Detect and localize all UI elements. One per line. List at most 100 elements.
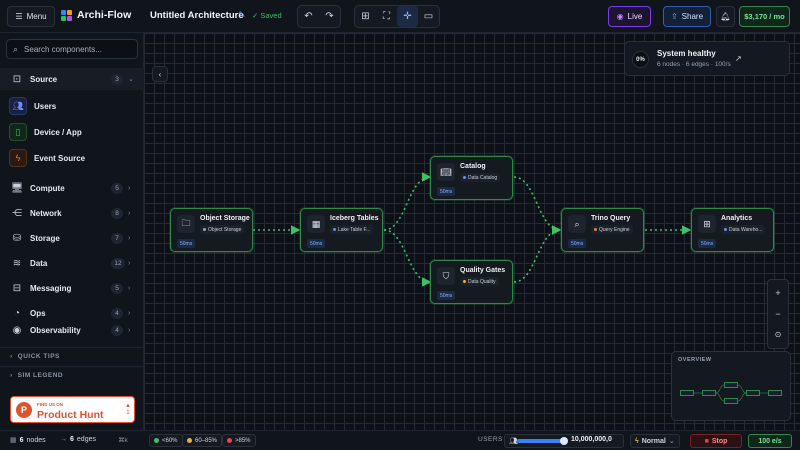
category-data[interactable]: ≋ Data 12 › bbox=[0, 252, 144, 274]
node-object-storage[interactable]: 🗀︎ Object Storage Object Storage 50ms bbox=[170, 208, 253, 252]
edge-quality-trino bbox=[513, 225, 562, 283]
minimap-node bbox=[724, 382, 738, 388]
pan-tool-icon[interactable]: ✛ bbox=[397, 6, 418, 27]
architecture-canvas[interactable]: ‹ 0% System healthy 6 nodes · 6 edges · … bbox=[144, 33, 800, 430]
folder-icon: 🗀︎ bbox=[177, 215, 195, 233]
budget-badge[interactable]: $3,170 / mo bbox=[739, 6, 790, 27]
search-box[interactable]: ⌕ bbox=[6, 39, 138, 59]
share-label: Share bbox=[681, 12, 704, 21]
category-storage[interactable]: ⛁ Storage 7 › bbox=[0, 227, 144, 249]
speed-select[interactable]: ϟ Normal ⌄ bbox=[630, 434, 680, 448]
product-hunt-badge[interactable]: P FIND US ON Product Hunt ▲1 bbox=[10, 396, 135, 423]
component-event-source[interactable]: ϟ Event Source bbox=[0, 146, 144, 170]
brand-name: Archi-Flow bbox=[77, 9, 132, 21]
category-compute[interactable]: 🖥︎ Compute 5 › bbox=[0, 177, 144, 199]
section-label: QUICK TIPS bbox=[17, 353, 60, 360]
edges-count: 6 bbox=[70, 436, 74, 443]
category-count: 7 bbox=[111, 232, 123, 244]
system-health-panel: 0% System healthy 6 nodes · 6 edges · 10… bbox=[624, 41, 790, 76]
nodes-count: 6 bbox=[19, 436, 24, 444]
chevron-right-icon: › bbox=[128, 234, 131, 242]
category-count: 12 bbox=[111, 257, 125, 269]
node-latency: 50ms bbox=[177, 239, 196, 248]
chevron-right-icon: › bbox=[128, 209, 131, 217]
node-type-label: Data Wareho... bbox=[729, 226, 763, 233]
chevron-down-icon: ⌄ bbox=[668, 438, 675, 445]
fit-view-button[interactable]: ⊙ bbox=[774, 330, 782, 339]
shield-check-icon: ⛉ bbox=[437, 267, 455, 285]
category-count: 8 bbox=[111, 207, 123, 219]
eye-icon: ◉ bbox=[12, 324, 22, 336]
users-icon: 👥︎ bbox=[509, 438, 518, 445]
type-dot bbox=[594, 228, 597, 231]
product-hunt-kicker: FIND US ON bbox=[37, 402, 64, 407]
zoom-in-button[interactable]: + bbox=[775, 288, 781, 298]
category-label: Observability bbox=[30, 325, 81, 335]
category-count: 5 bbox=[111, 182, 123, 194]
node-quality-gates[interactable]: ⛉ Quality Gates Data Quality 50ms bbox=[430, 260, 513, 304]
node-title: Analytics bbox=[721, 215, 753, 222]
type-dot bbox=[463, 280, 466, 283]
users-slider[interactable] bbox=[517, 437, 568, 445]
node-analytics[interactable]: ⊞ Analytics Data Wareho... 50ms bbox=[691, 208, 774, 252]
category-messaging[interactable]: ⊟ Messaging 5 › bbox=[0, 277, 144, 299]
node-type-label: Data Quality bbox=[468, 278, 496, 285]
health-title: System healthy bbox=[657, 49, 716, 58]
category-ops[interactable]: ◔ Ops 4 › bbox=[0, 302, 144, 324]
edges-label: edges bbox=[76, 436, 96, 443]
legend-dot bbox=[227, 438, 232, 443]
quick-tips-toggle[interactable]: › QUICK TIPS bbox=[0, 347, 144, 365]
redo-icon[interactable]: ↷ bbox=[325, 11, 334, 22]
top-bar: ☰ Menu Archi-Flow Untitled Architecture … bbox=[0, 0, 800, 33]
component-device-app[interactable]: ▯ Device / App bbox=[0, 120, 144, 144]
category-observability[interactable]: ◉ Observability 4 › bbox=[0, 324, 143, 341]
edge-iceberg-quality bbox=[383, 229, 432, 287]
input-icon: ⊡ bbox=[12, 73, 22, 85]
upvote-value: 1 bbox=[126, 410, 130, 416]
stop-button[interactable]: ■ Stop bbox=[690, 434, 742, 448]
menu-button[interactable]: ☰ Menu bbox=[7, 6, 55, 27]
zoom-out-button[interactable]: − bbox=[775, 309, 781, 319]
minimap-node bbox=[746, 390, 760, 396]
edges-stat: → 6 edges bbox=[60, 436, 96, 443]
document-title[interactable]: Untitled Architecture bbox=[150, 10, 244, 21]
chevron-right-icon: › bbox=[128, 326, 131, 334]
database-icon: ⛁ bbox=[12, 232, 22, 244]
legend-dot bbox=[154, 438, 159, 443]
node-trino-query[interactable]: ⌕ Trino Query Query Engine 50ms bbox=[561, 208, 644, 252]
grid-view-icon[interactable]: ⊞ bbox=[361, 11, 370, 22]
command-shortcut[interactable]: ⌘k bbox=[118, 436, 128, 444]
collapse-sidebar-button[interactable]: ‹ bbox=[152, 66, 168, 82]
zoom-controls: + − ⊙ bbox=[767, 279, 789, 349]
book-icon: 📖︎ bbox=[437, 163, 455, 181]
external-link-icon[interactable]: ↗ bbox=[735, 54, 742, 63]
category-network[interactable]: ⋲ Network 8 › bbox=[0, 202, 144, 224]
node-type-badge: Query Engine bbox=[591, 225, 633, 234]
legend-high: >85% bbox=[222, 434, 256, 447]
category-source[interactable]: ⊡ Source 3 ⌄ bbox=[0, 68, 144, 90]
legend-low: <60% bbox=[149, 434, 183, 447]
fullscreen-icon[interactable]: ⛶ bbox=[383, 11, 390, 22]
node-catalog[interactable]: 📖︎ Catalog Data Catalog 50ms bbox=[430, 156, 513, 200]
category-label: Storage bbox=[30, 233, 60, 243]
stop-label: Stop bbox=[711, 437, 728, 445]
minimap-node bbox=[680, 390, 694, 396]
component-users[interactable]: 👥︎ Users bbox=[0, 94, 144, 118]
node-type-label: Data Catalog bbox=[468, 174, 498, 181]
users-value: 10,000,000,0 bbox=[571, 436, 612, 443]
present-icon[interactable]: ▭ bbox=[423, 11, 434, 22]
node-iceberg-tables[interactable]: ▦ Iceberg Tables Lake Table F... 50ms bbox=[300, 208, 383, 252]
smartphone-icon: ▯ bbox=[9, 123, 27, 141]
notifications-button[interactable]: 🔔︎ bbox=[716, 6, 735, 27]
minimap-node bbox=[724, 398, 738, 404]
overview-label: OVERVIEW bbox=[678, 357, 712, 363]
undo-icon[interactable]: ↶ bbox=[304, 11, 313, 22]
search-input[interactable] bbox=[24, 44, 135, 54]
share-button[interactable]: ⇪ Share bbox=[663, 6, 711, 27]
edit-title-icon[interactable]: ✎ bbox=[238, 10, 246, 20]
upvote-count: ▲1 bbox=[125, 403, 131, 416]
type-dot bbox=[333, 228, 336, 231]
overview-minimap[interactable]: OVERVIEW bbox=[671, 351, 791, 421]
sim-legend-toggle[interactable]: › SIM LEGEND bbox=[0, 366, 144, 384]
live-button[interactable]: ◉ Live bbox=[608, 6, 651, 27]
